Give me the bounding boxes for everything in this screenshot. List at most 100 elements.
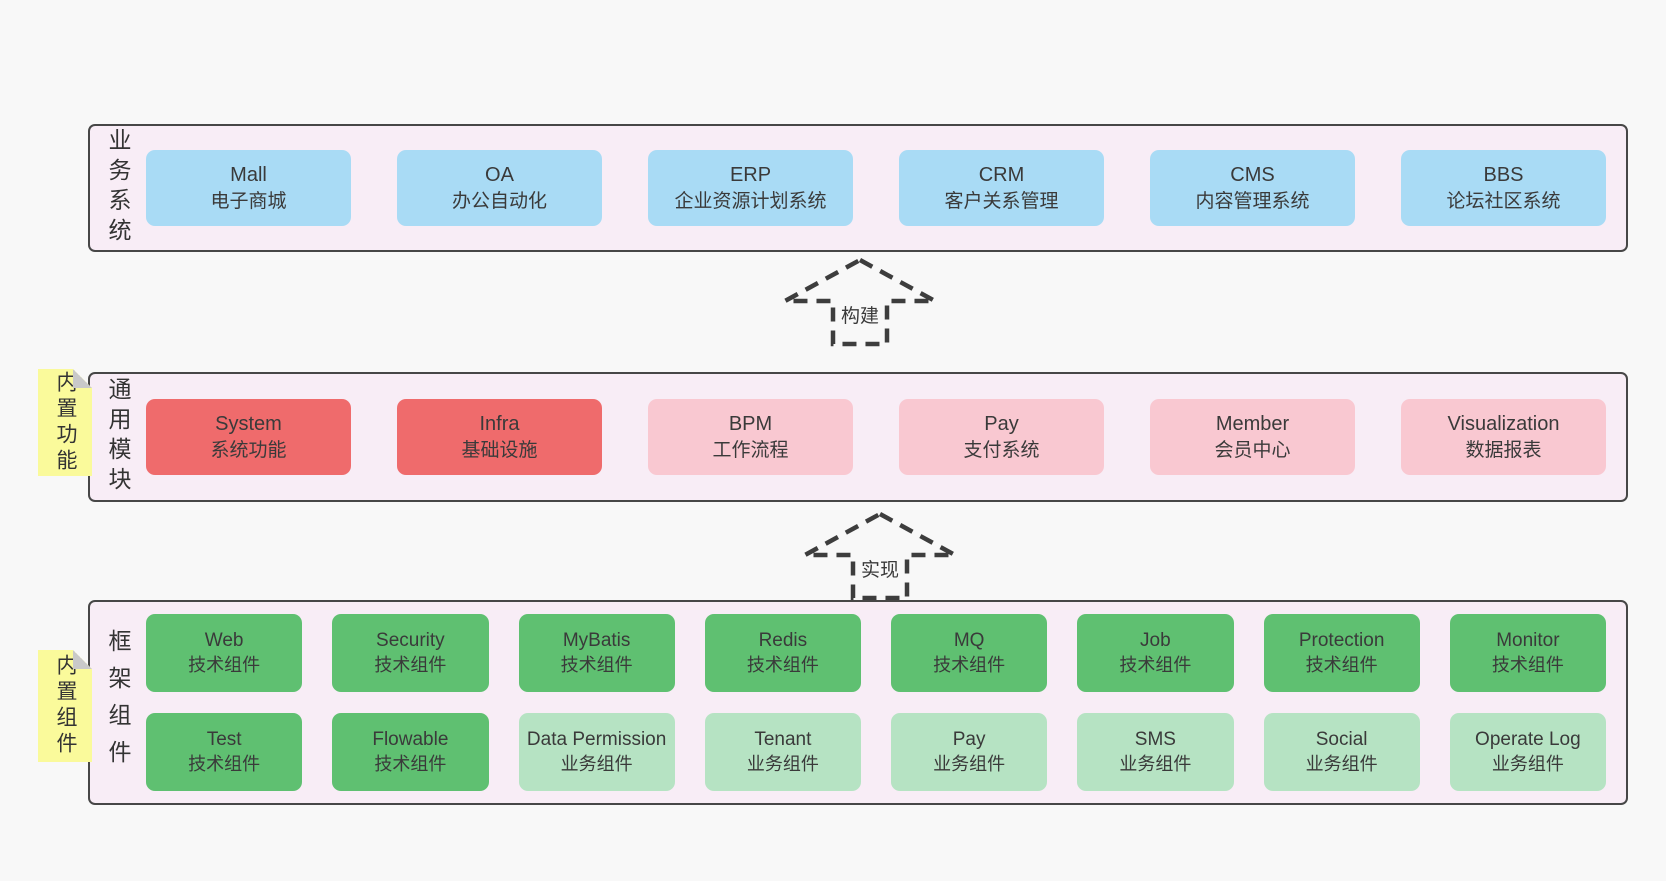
note-text: 内置功能 [54, 370, 77, 475]
box-subtitle: 企业资源计划系统 [674, 190, 827, 212]
box-subtitle: 业务组件 [560, 753, 633, 774]
box-subtitle: 技术组件 [560, 654, 633, 675]
box-subtitle: 电子商城 [210, 190, 287, 212]
box-subtitle: 基础设施 [461, 439, 538, 461]
box-title: Visualization [1447, 412, 1560, 435]
box-subtitle: 业务组件 [1305, 753, 1378, 774]
layer-common-modules-label: 通用模块 [105, 377, 131, 497]
box-test: Test 技术组件 [146, 713, 303, 791]
box-title: Test [206, 728, 242, 750]
box-mall: Mall 电子商城 [146, 150, 351, 226]
box-subtitle: 技术组件 [188, 654, 261, 675]
box-job: Job 技术组件 [1077, 614, 1234, 692]
box-title: SMS [1134, 728, 1176, 750]
business-boxes: Mall 电子商城 OA 办公自动化 ERP 企业资源计划系统 CRM 客户关系… [146, 126, 1606, 250]
box-subtitle: 论坛社区系统 [1446, 190, 1561, 212]
box-title: ERP [729, 163, 772, 186]
box-bpm: BPM 工作流程 [648, 399, 853, 475]
box-title: OA [485, 163, 514, 186]
component-grid: Web 技术组件 Security 技术组件 MyBatis 技术组件 Redi… [146, 602, 1606, 803]
box-subtitle: 技术组件 [374, 654, 447, 675]
up-arrow-icon [803, 511, 957, 601]
component-row-2: Test 技术组件 Flowable 技术组件 Data Permission … [146, 713, 1606, 791]
box-subtitle: 技术组件 [374, 753, 447, 774]
box-member: Member 会员中心 [1150, 399, 1355, 475]
box-subtitle: 客户关系管理 [944, 190, 1059, 212]
box-title: BPM [728, 412, 773, 435]
box-title: CRM [978, 163, 1025, 186]
box-subtitle: 技术组件 [746, 654, 819, 675]
box-title: MQ [953, 629, 985, 651]
box-oa: OA 办公自动化 [397, 150, 602, 226]
box-subtitle: 技术组件 [1491, 654, 1564, 675]
box-title: Redis [758, 629, 808, 651]
layer-common-modules: 通用模块 System 系统功能 Infra 基础设施 BPM 工作流程 Pay… [88, 372, 1628, 502]
box-tenant: Tenant 业务组件 [704, 713, 861, 791]
box-title: Data Permission [526, 728, 667, 750]
note-built-in-components: 内置组件 [38, 650, 92, 762]
box-mq: MQ 技术组件 [891, 614, 1048, 692]
box-title: System [215, 412, 282, 435]
box-title: Operate Log [1475, 728, 1581, 750]
box-protection: Protection 技术组件 [1263, 614, 1420, 692]
box-title: BBS [1483, 163, 1524, 186]
layer-business-systems-label: 业务系统 [105, 128, 131, 248]
box-subtitle: 技术组件 [1119, 654, 1192, 675]
layer-framework-components-label: 框架组件 [105, 628, 131, 777]
box-subtitle: 业务组件 [746, 753, 819, 774]
box-pay-component: Pay 业务组件 [891, 713, 1048, 791]
box-security: Security 技术组件 [332, 614, 489, 692]
box-subtitle: 业务组件 [933, 753, 1006, 774]
box-infra: Infra 基础设施 [397, 399, 602, 475]
layer-framework-components: 框架组件 Web 技术组件 Security 技术组件 MyBatis 技术组件… [88, 600, 1628, 805]
box-redis: Redis 技术组件 [704, 614, 861, 692]
box-bbs: BBS 论坛社区系统 [1401, 150, 1606, 226]
box-title: Social [1315, 728, 1368, 750]
box-title: Security [376, 629, 445, 651]
box-sms: SMS 业务组件 [1077, 713, 1234, 791]
layer-business-systems: 业务系统 Mall 电子商城 OA 办公自动化 ERP 企业资源计划系统 CRM… [88, 124, 1628, 252]
box-subtitle: 业务组件 [1119, 753, 1192, 774]
box-monitor: Monitor 技术组件 [1449, 614, 1606, 692]
up-arrow-icon [783, 257, 937, 347]
box-title: Mall [230, 163, 267, 186]
arrow-build: 构建 [772, 256, 948, 348]
note-built-in-features: 内置功能 [38, 369, 92, 476]
box-subtitle: 数据报表 [1465, 439, 1542, 461]
box-title: MyBatis [562, 629, 631, 651]
component-row-1: Web 技术组件 Security 技术组件 MyBatis 技术组件 Redi… [146, 614, 1606, 692]
box-title: Monitor [1496, 629, 1560, 651]
box-title: CMS [1230, 163, 1275, 186]
box-title: Pay [952, 728, 986, 750]
box-subtitle: 工作流程 [712, 439, 789, 461]
box-subtitle: 技术组件 [933, 654, 1006, 675]
box-subtitle: 技术组件 [188, 753, 261, 774]
box-web: Web 技术组件 [146, 614, 303, 692]
box-pay: Pay 支付系统 [899, 399, 1104, 475]
box-subtitle: 会员中心 [1214, 439, 1291, 461]
box-crm: CRM 客户关系管理 [899, 150, 1104, 226]
box-title: Member [1215, 412, 1290, 435]
box-subtitle: 技术组件 [1305, 654, 1378, 675]
box-title: Pay [984, 412, 1019, 435]
arrow-build-label: 构建 [836, 300, 884, 329]
box-subtitle: 内容管理系统 [1195, 190, 1310, 212]
box-system: System 系统功能 [146, 399, 351, 475]
box-title: Tenant [754, 728, 812, 750]
box-mybatis: MyBatis 技术组件 [518, 614, 675, 692]
box-title: Protection [1298, 629, 1385, 651]
box-flowable: Flowable 技术组件 [332, 713, 489, 791]
box-erp: ERP 企业资源计划系统 [648, 150, 853, 226]
box-subtitle: 办公自动化 [451, 190, 547, 212]
note-text: 内置组件 [54, 654, 77, 758]
box-subtitle: 系统功能 [210, 439, 287, 461]
box-operate-log: Operate Log 业务组件 [1449, 713, 1606, 791]
module-boxes: System 系统功能 Infra 基础设施 BPM 工作流程 Pay 支付系统… [146, 374, 1606, 500]
box-title: Flowable [372, 728, 449, 750]
box-data-permission: Data Permission 业务组件 [518, 713, 675, 791]
box-subtitle: 业务组件 [1491, 753, 1564, 774]
box-social: Social 业务组件 [1263, 713, 1420, 791]
box-title: Web [204, 629, 244, 651]
arrow-implement: 实现 [792, 510, 968, 602]
